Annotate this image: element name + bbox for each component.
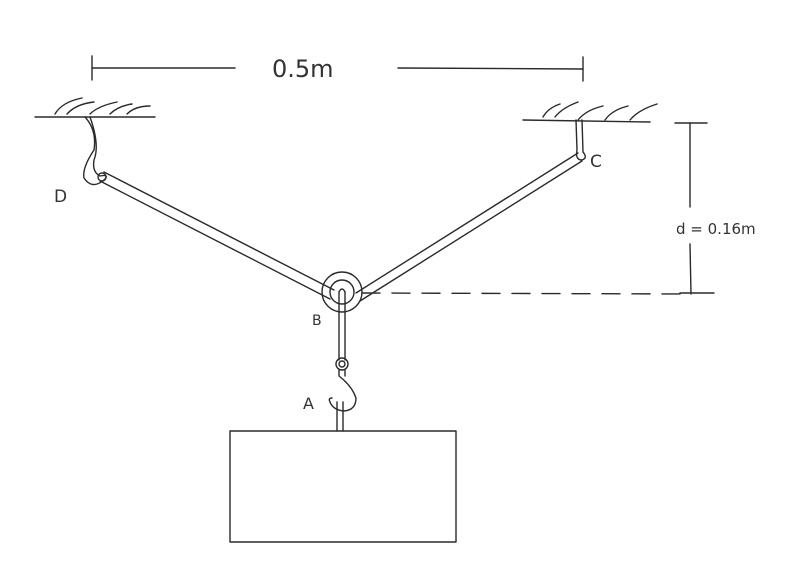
pulley-b xyxy=(321,271,363,313)
label-a: A xyxy=(303,394,314,413)
link-b-to-hook xyxy=(335,288,349,371)
rope-cb xyxy=(355,152,583,302)
width-label: 0.5m xyxy=(272,55,334,83)
label-d: D xyxy=(54,187,67,207)
left-ceiling-support xyxy=(34,97,156,118)
reference-dashed-line xyxy=(361,292,691,295)
label-b: B xyxy=(312,313,322,329)
height-dimension: d = 0.16m xyxy=(674,122,756,295)
width-dimension: 0.5m xyxy=(91,55,584,83)
height-label: d = 0.16m xyxy=(676,220,756,238)
label-c: C xyxy=(590,152,602,172)
hook-a xyxy=(328,369,357,432)
rope-db xyxy=(99,171,335,300)
hook-d xyxy=(83,116,107,186)
right-ceiling-support xyxy=(522,101,658,123)
load-block xyxy=(229,430,457,543)
